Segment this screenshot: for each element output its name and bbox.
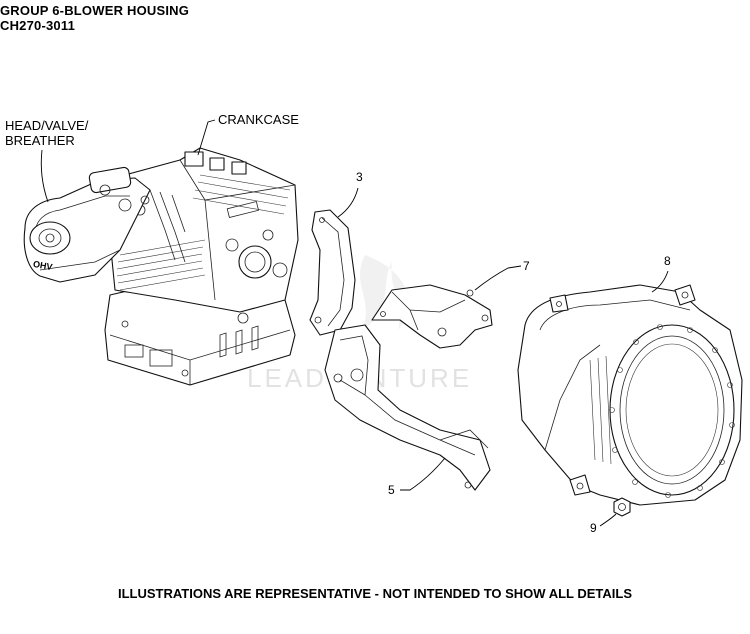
leader-crankcase: [197, 119, 216, 156]
footer-disclaimer: ILLUSTRATIONS ARE REPRESENTATIVE - NOT I…: [118, 586, 632, 601]
callout-7: 7: [523, 259, 530, 273]
leader-5: [400, 457, 446, 491]
callout-8: 8: [664, 254, 671, 268]
part-5-shroud: [324, 324, 491, 491]
diagram-title: GROUP 6-BLOWER HOUSING: [0, 3, 190, 18]
model-number: CH270-3011: [0, 18, 75, 33]
leader-3: [337, 187, 359, 218]
label-crankcase: CRANKCASE: [218, 112, 299, 127]
leader-7: [474, 265, 522, 291]
label-head-valve: HEAD/VALVE/: [5, 118, 89, 133]
leader-head-valve: [40, 149, 49, 203]
leader-8: [651, 270, 669, 293]
engine-assembly: OHV: [23, 147, 299, 386]
engine-badge: OHV: [32, 259, 53, 272]
part-9-nut: [613, 497, 631, 517]
part-3-baffle: [309, 209, 356, 336]
label-breather: BREATHER: [5, 133, 75, 148]
callout-3: 3: [356, 170, 363, 184]
part-8-blower-housing: [517, 284, 743, 506]
callout-5: 5: [388, 483, 395, 497]
part-7-bracket: [371, 284, 493, 349]
watermark-logo-icon: [360, 255, 409, 330]
leader-9: [599, 513, 617, 527]
callout-9: 9: [590, 521, 597, 535]
